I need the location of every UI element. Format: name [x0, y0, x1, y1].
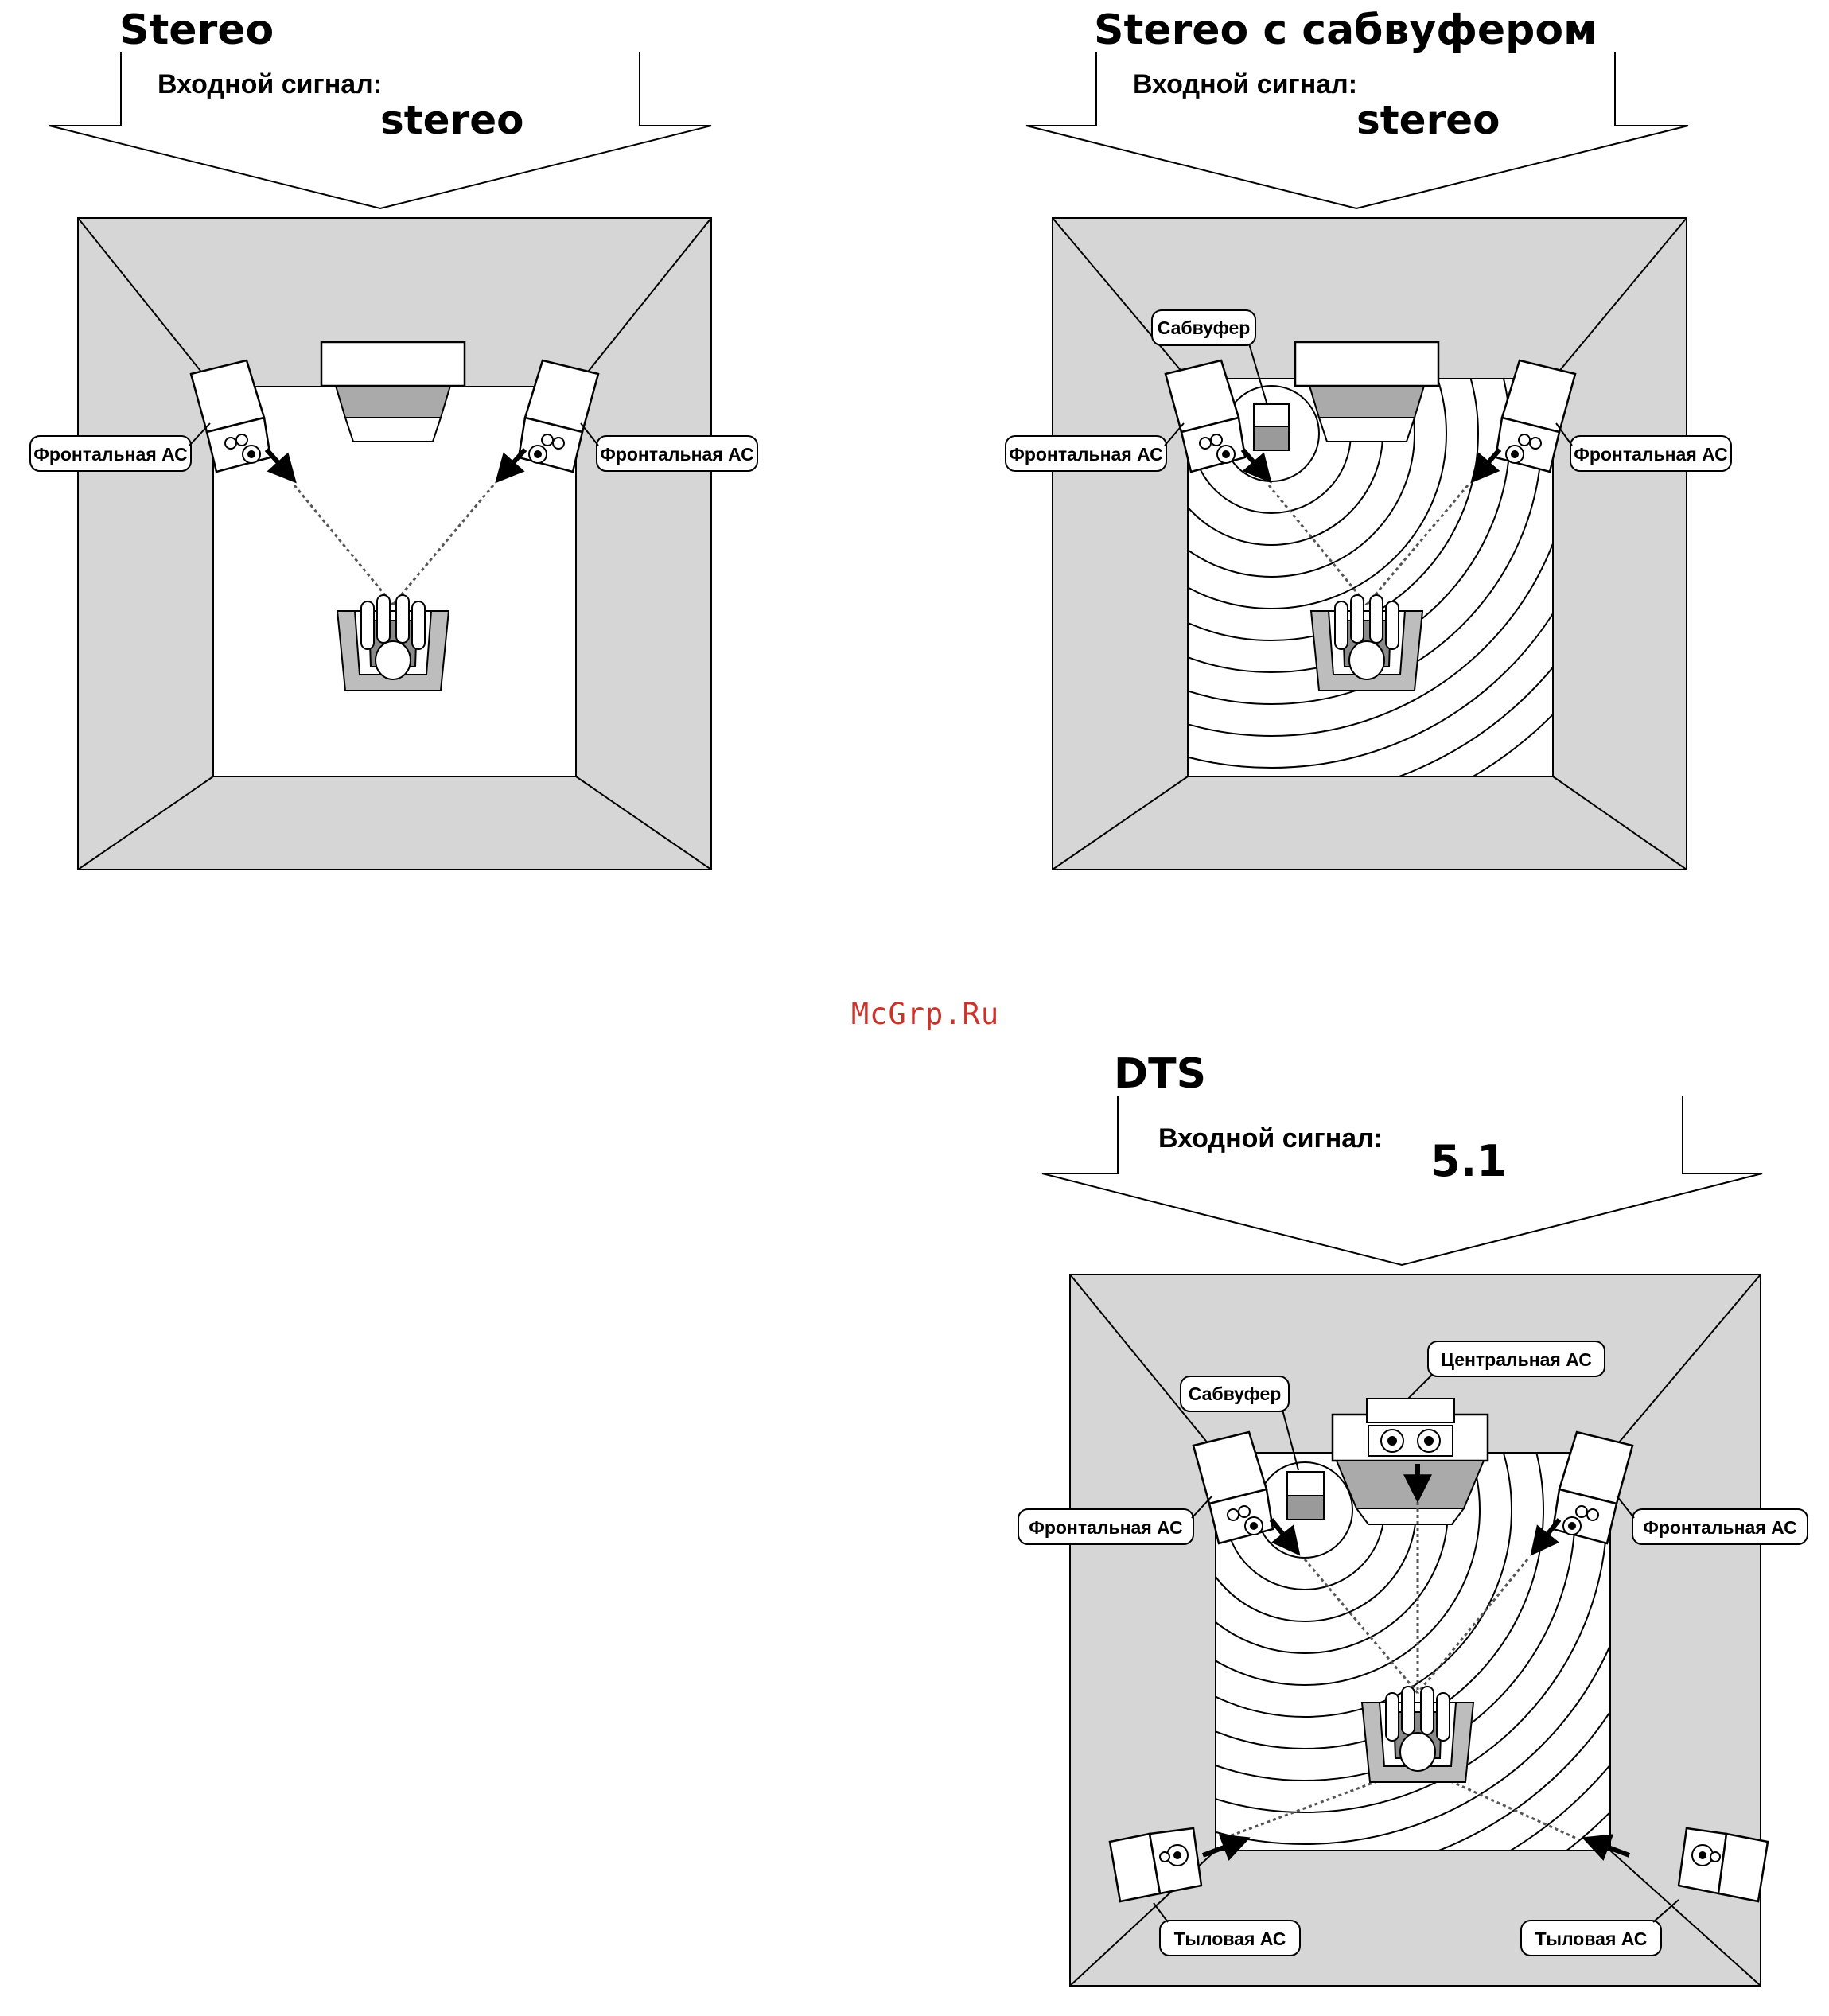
input-label: Входной сигнал:	[1158, 1123, 1383, 1154]
subwoofer-icon	[1254, 404, 1289, 450]
input-value: 5.1	[1430, 1136, 1507, 1186]
panel-dts-title: DTS	[1114, 1050, 1206, 1098]
panel-stereo-sub-title: Stereo с сабвуфером	[1094, 6, 1597, 54]
input-label: Входной сигнал:	[1133, 69, 1357, 99]
front-left-speaker-label: Фронтальная АС	[1009, 444, 1163, 465]
panel-stereo-title: Stereo	[119, 6, 274, 54]
input-arrow	[1042, 1096, 1762, 1265]
center-speaker-label: Центральная АС	[1441, 1349, 1592, 1370]
front-right-speaker-label: Фронтальная АС	[600, 444, 754, 465]
input-label: Входной сигнал:	[158, 69, 382, 99]
front-right-speaker-label: Фронтальная АС	[1574, 444, 1728, 465]
subwoofer-label: Сабвуфер	[1158, 317, 1251, 338]
input-value: stereo	[380, 97, 524, 143]
watermark: McGrp.Ru	[851, 997, 999, 1031]
front-left-speaker-label: Фронтальная АС	[1029, 1517, 1183, 1538]
panel-stereo: Stereo Входной сигнал: stereo Фронтальна…	[30, 6, 757, 870]
input-value: stereo	[1356, 97, 1500, 143]
panel-stereo-sub: Stereo с сабвуфером Входной сигнал: ster…	[874, 6, 1731, 870]
panel-dts: DTS Входной сигнал: 5.1	[875, 1050, 1808, 1986]
front-right-speaker-label: Фронтальная АС	[1643, 1517, 1797, 1538]
subwoofer-icon	[1287, 1472, 1324, 1520]
subwoofer-label: Сабвуфер	[1189, 1384, 1282, 1404]
rear-right-speaker-label: Тыловая АС	[1535, 1928, 1648, 1949]
front-left-speaker-label: Фронтальная АС	[33, 444, 188, 465]
rear-left-speaker-label: Тыловая АС	[1174, 1928, 1286, 1949]
